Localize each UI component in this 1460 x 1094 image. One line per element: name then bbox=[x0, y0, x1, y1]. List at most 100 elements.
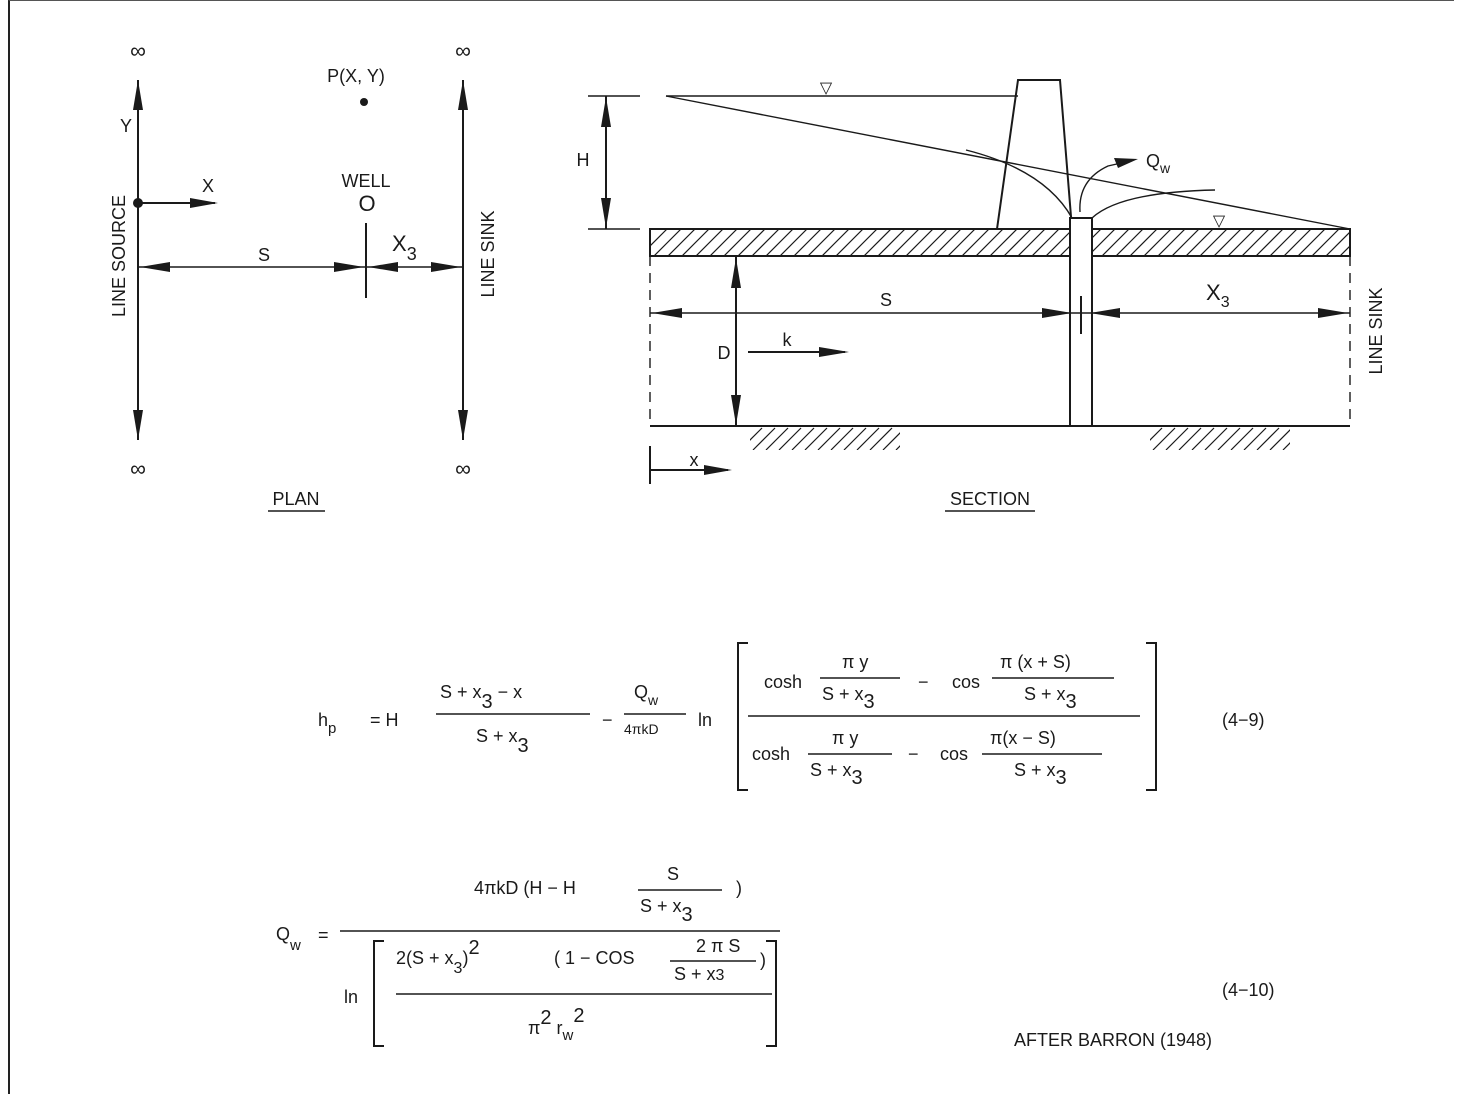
hatch-line bbox=[1241, 229, 1270, 256]
drawdown-curve-right bbox=[1091, 189, 1216, 219]
s-dim-arrow-right bbox=[334, 262, 364, 272]
hatch-line bbox=[737, 229, 766, 256]
hatch-line bbox=[667, 229, 696, 256]
hatch-line bbox=[1230, 427, 1254, 450]
hatch-line bbox=[877, 229, 906, 256]
section-s-arrow-left bbox=[652, 308, 682, 318]
eq1-num-cos: cos bbox=[952, 672, 980, 692]
eq1-num-dash: − bbox=[918, 672, 929, 692]
hatch-line bbox=[1296, 428, 1318, 450]
hatch-line bbox=[1178, 427, 1202, 450]
eq1-den-cos: cos bbox=[940, 744, 968, 764]
equation-4-10: Qw = 4πkD (H − H S S + x3 ) ln 2(S + x3)… bbox=[276, 864, 1275, 1047]
hatch-line bbox=[1297, 229, 1326, 256]
hatch-line bbox=[653, 229, 682, 256]
hatch-line bbox=[947, 229, 976, 256]
plan-view: ∞ ∞ ∞ ∞ Y X LINE SOURCE P(X, Y) WELL O bbox=[109, 38, 498, 512]
eq2-inner-close: ) bbox=[760, 950, 766, 970]
eq1-den-f2-den: S + x3 bbox=[1014, 760, 1067, 789]
eq2-equals: = bbox=[318, 925, 329, 945]
eq1-num-f2-den: S + x3 bbox=[1024, 684, 1077, 713]
hatch-line bbox=[1143, 229, 1172, 256]
eq1-frac2-numerator: Qw bbox=[634, 682, 659, 708]
hatch-line bbox=[1204, 427, 1228, 450]
eq1-num-pi-y: π y bbox=[842, 652, 868, 672]
hatch-line bbox=[989, 229, 1018, 256]
eq1-ln: ln bbox=[698, 710, 712, 730]
hatch-line bbox=[1165, 427, 1189, 450]
eq2-inner-denominator: π2 rw2 bbox=[528, 1005, 585, 1044]
line-source-arrow-down bbox=[133, 410, 143, 440]
eq2-left-bracket bbox=[373, 940, 384, 1047]
eq2-ln: ln bbox=[344, 987, 358, 1007]
k-label: k bbox=[783, 330, 793, 350]
hatch-line bbox=[1368, 229, 1395, 256]
qw-label: Qw bbox=[1146, 151, 1171, 176]
hatch-line bbox=[1282, 442, 1290, 450]
eq1-den-f1-den: S + x3 bbox=[810, 760, 863, 789]
hatch-line bbox=[750, 427, 763, 441]
section-x-arrowhead bbox=[704, 465, 732, 475]
eq1-minus: − bbox=[602, 710, 613, 730]
blanket-layer bbox=[649, 228, 1351, 257]
upstream-water-symbol: ▽ bbox=[820, 80, 833, 97]
hatch-line bbox=[681, 229, 710, 256]
hatch-line bbox=[961, 229, 990, 256]
eq1-den-dash: − bbox=[908, 744, 919, 764]
point-p-dot bbox=[360, 98, 368, 106]
hatch-line bbox=[891, 229, 920, 256]
hatch-line bbox=[975, 229, 1004, 256]
hatch-line bbox=[1017, 229, 1046, 256]
hatch-line bbox=[650, 229, 668, 247]
hatch-line bbox=[1213, 229, 1242, 256]
eq1-equals-h: = H bbox=[370, 710, 399, 730]
eq2-num-frac-num: S bbox=[667, 864, 679, 884]
eq1-den-cosh: cosh bbox=[752, 744, 790, 764]
section-s-arrow-right bbox=[1042, 308, 1072, 318]
dam-structure bbox=[995, 79, 1074, 230]
section-caption: SECTION bbox=[950, 489, 1030, 509]
hatch-line bbox=[817, 427, 841, 450]
eq1-frac1-denominator: S + x3 bbox=[476, 726, 529, 757]
hatch-line bbox=[849, 229, 878, 256]
x-axis-label: X bbox=[202, 176, 214, 196]
eq1-left-bracket bbox=[737, 642, 748, 791]
hatch-line bbox=[765, 427, 789, 450]
hatch-line bbox=[905, 229, 934, 256]
hatch-line bbox=[869, 427, 893, 450]
line-source-arrow-up bbox=[133, 80, 143, 110]
x-axis-arrowhead bbox=[190, 198, 218, 208]
hatch-line bbox=[1115, 229, 1144, 256]
eq1-num-cosh: cosh bbox=[764, 672, 802, 692]
eq2-inner-a: 2(S + x3)2 bbox=[396, 937, 480, 977]
blanket-hatching bbox=[650, 229, 1395, 256]
hatch-line bbox=[1152, 427, 1176, 450]
hatch-line bbox=[1171, 229, 1200, 256]
x3-dim-arrow-right bbox=[431, 262, 461, 272]
drawdown-curve-left bbox=[965, 149, 1073, 219]
section-line-sink-label: LINE SINK bbox=[1366, 287, 1386, 374]
hatch-line bbox=[807, 229, 836, 256]
hatch-line bbox=[1309, 428, 1331, 450]
hatch-line bbox=[779, 229, 808, 256]
d-label: D bbox=[718, 343, 731, 363]
eq2-number: (4−10) bbox=[1222, 980, 1275, 1000]
hatch-line bbox=[1191, 427, 1215, 450]
h-arrow-up bbox=[601, 97, 611, 127]
hatch-line bbox=[1255, 229, 1284, 256]
eq2-right-bracket bbox=[766, 940, 777, 1047]
hatch-line bbox=[1031, 229, 1060, 256]
hatch-line bbox=[1185, 229, 1214, 256]
hatch-line bbox=[843, 427, 867, 450]
eq1-num-pi-x-plus-s: π (x + S) bbox=[1000, 652, 1071, 672]
section-s-label: S bbox=[880, 290, 892, 310]
eq2-numerator-text: 4πkD (H − H bbox=[474, 878, 576, 898]
d-arrow-down bbox=[731, 395, 741, 425]
eq2-lhs: Qw bbox=[276, 924, 301, 954]
hatch-line bbox=[791, 427, 815, 450]
hatch-line bbox=[1045, 229, 1074, 256]
infinity-bottom-right: ∞ bbox=[455, 456, 471, 481]
hatch-line bbox=[835, 229, 864, 256]
eq1-frac2-denominator: 4πkD bbox=[624, 721, 659, 737]
